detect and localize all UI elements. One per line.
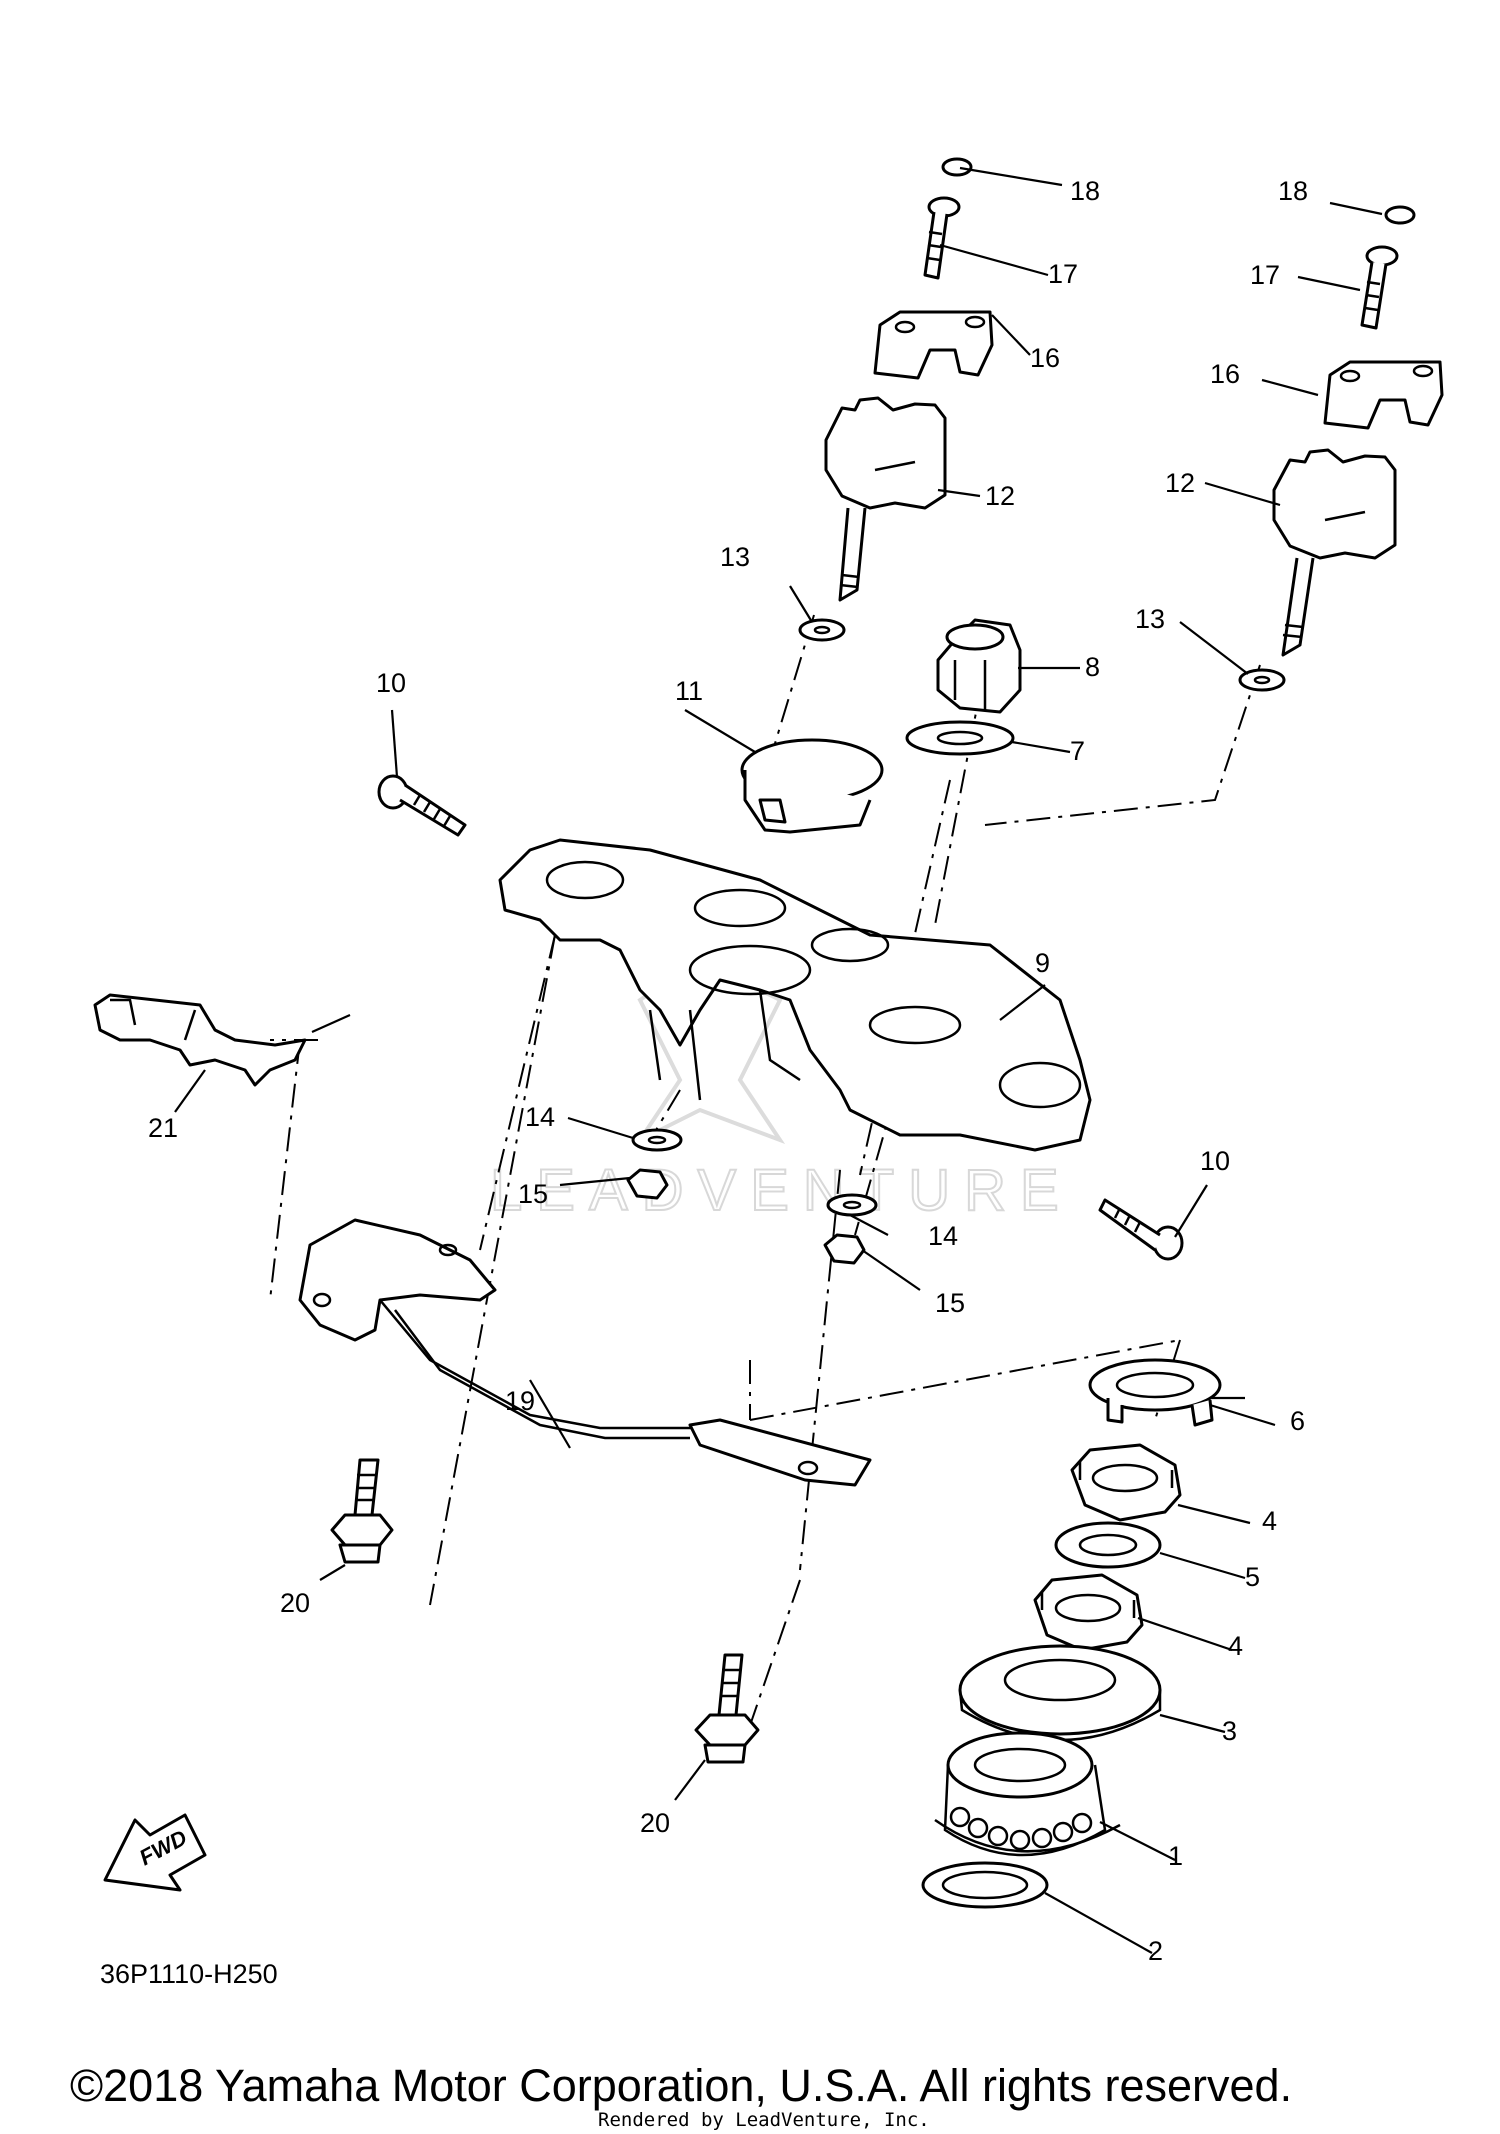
part-12-right	[1272, 448, 1397, 657]
callout-8: 8	[1085, 652, 1100, 682]
callout-15-left: 15	[518, 1179, 548, 1209]
part-17-left	[923, 196, 961, 280]
callout-18-left: 18	[1070, 176, 1100, 206]
part-1	[934, 1731, 1121, 1857]
part-12-left	[824, 396, 947, 602]
part-8	[936, 618, 1022, 714]
callout-12-right: 12	[1165, 468, 1195, 498]
watermark: LEADVENTURE	[489, 957, 1073, 1224]
part-1-bearing-balls	[949, 1806, 1093, 1851]
callout-17-right: 17	[1250, 260, 1280, 290]
part-2	[921, 1861, 1049, 1909]
fwd-arrow-icon: FWD	[103, 1813, 207, 1892]
callout-16-left: 16	[1030, 343, 1060, 373]
callout-labels: 1 2 3 4 4 5 6 7 8 9 10 10 11 12 12 13 13…	[148, 176, 1308, 1966]
callout-18-right: 18	[1278, 176, 1308, 206]
part-3	[958, 1644, 1162, 1742]
callout-2: 2	[1148, 1936, 1163, 1966]
callout-14-left: 14	[525, 1102, 555, 1132]
callout-14-right: 14	[928, 1221, 958, 1251]
callout-4-lower: 4	[1228, 1631, 1243, 1661]
callout-5: 5	[1245, 1562, 1260, 1592]
callout-13-right: 13	[1135, 604, 1165, 634]
callout-11: 11	[675, 676, 703, 706]
callout-12-left: 12	[985, 481, 1015, 511]
part-20-left	[330, 1458, 394, 1564]
part-4-lower	[1033, 1573, 1144, 1652]
diagram-code: 36P1110-H250	[100, 1959, 278, 1989]
callout-17-left: 17	[1048, 259, 1078, 289]
callout-19: 19	[505, 1386, 535, 1416]
part-15-left	[626, 1168, 669, 1200]
part-19	[298, 1218, 872, 1487]
callout-6: 6	[1290, 1406, 1305, 1436]
part-14-right	[826, 1193, 878, 1217]
part-10-left	[377, 774, 467, 837]
callout-16-right: 16	[1210, 359, 1240, 389]
part-10-right	[1098, 1198, 1184, 1261]
part-9	[498, 838, 1092, 1152]
part-4-upper	[1070, 1443, 1182, 1522]
callout-10-left: 10	[376, 668, 406, 698]
part-18-right	[1384, 205, 1416, 225]
leader-lines	[174, 166, 1383, 1954]
part-11	[740, 738, 884, 834]
callout-10-right: 10	[1200, 1146, 1230, 1176]
part-13-left	[798, 618, 846, 642]
part-18-left	[941, 157, 973, 177]
callout-4-upper: 4	[1262, 1506, 1277, 1536]
watermark-text: LEADVENTURE	[490, 1158, 1073, 1223]
part-16-left	[873, 310, 994, 380]
callout-1: 1	[1168, 1841, 1183, 1871]
callout-15-right: 15	[935, 1288, 965, 1318]
part-13-right	[1238, 668, 1286, 692]
callout-20-right: 20	[640, 1808, 670, 1838]
callout-3: 3	[1222, 1716, 1237, 1746]
callout-21: 21	[148, 1113, 178, 1143]
callout-20-left: 20	[280, 1588, 310, 1618]
rendered-by-text: Rendered by LeadVenture, Inc.	[598, 2109, 930, 2131]
part-16-right	[1323, 360, 1444, 430]
part-5	[1054, 1521, 1162, 1569]
part-14-left	[631, 1128, 683, 1152]
part-15-right	[823, 1233, 866, 1265]
callout-7: 7	[1070, 736, 1085, 766]
part-6	[1088, 1358, 1222, 1427]
copyright-text: ©2018 Yamaha Motor Corporation, U.S.A. A…	[70, 2060, 1292, 2111]
part-7	[905, 720, 1015, 756]
part-20-right	[694, 1653, 760, 1764]
part-17-right	[1360, 245, 1399, 330]
callout-13-left: 13	[720, 542, 750, 572]
part-21	[93, 993, 307, 1087]
callout-9: 9	[1035, 948, 1050, 978]
